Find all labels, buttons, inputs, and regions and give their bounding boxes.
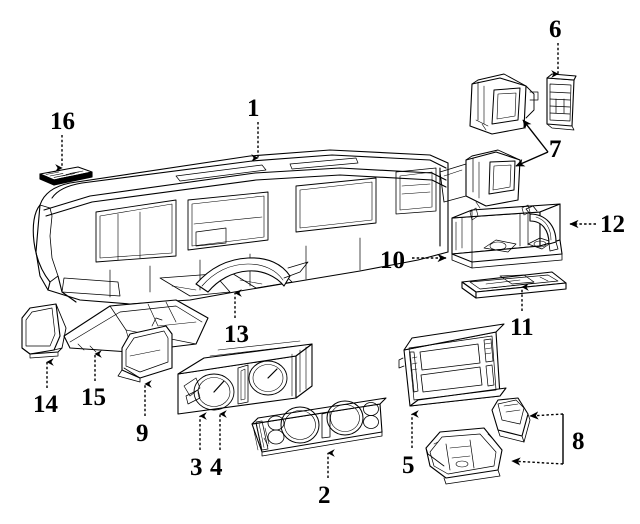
- center-trim-bezel-part: [398, 323, 507, 407]
- callout-label-12[interactable]: 12: [600, 211, 625, 238]
- console-bracket-small-part: [491, 397, 531, 443]
- callout-label-13[interactable]: 13: [224, 321, 249, 348]
- console-bracket-large-part: [425, 427, 503, 485]
- speaker-grille-part: [39, 166, 93, 186]
- leader-8-upper: [529, 411, 564, 420]
- housing-cover-plate-part: [461, 271, 567, 299]
- glove-box-door-part: [117, 317, 173, 383]
- gauge-cluster-part: [177, 340, 313, 415]
- leader-8-lower: [511, 457, 564, 466]
- callout-label-7[interactable]: 7: [549, 136, 562, 163]
- duct-hose-part: [525, 205, 559, 252]
- dash-pad-part: [32, 149, 449, 305]
- air-vent-upper-part: [469, 73, 539, 135]
- callout-label-9[interactable]: 9: [136, 420, 149, 447]
- callout-label-6[interactable]: 6: [549, 16, 562, 43]
- callout-label-1[interactable]: 1: [247, 95, 260, 122]
- cluster-lens-part: [251, 397, 387, 457]
- accessory-housing-part: [451, 203, 563, 269]
- leader-7-lower: [515, 151, 549, 167]
- callout-label-11[interactable]: 11: [510, 314, 534, 341]
- air-vent-lower-part: [439, 149, 521, 209]
- steering-column-cover-part: [195, 257, 309, 293]
- callout-label-2[interactable]: 2: [318, 482, 331, 509]
- callout-label-15[interactable]: 15: [81, 384, 106, 411]
- switch-louver-part: [546, 73, 577, 131]
- side-trim-bracket-part: [21, 303, 67, 359]
- callout-label-5[interactable]: 5: [402, 452, 415, 479]
- callout-label-16[interactable]: 16: [50, 108, 75, 135]
- callout-label-8[interactable]: 8: [572, 428, 585, 455]
- leader-7-upper: [522, 119, 549, 153]
- callout-label-3[interactable]: 3: [190, 454, 203, 481]
- callout-label-10[interactable]: 10: [380, 247, 405, 274]
- callout-label-14[interactable]: 14: [33, 391, 58, 418]
- callout-label-4[interactable]: 4: [210, 454, 223, 481]
